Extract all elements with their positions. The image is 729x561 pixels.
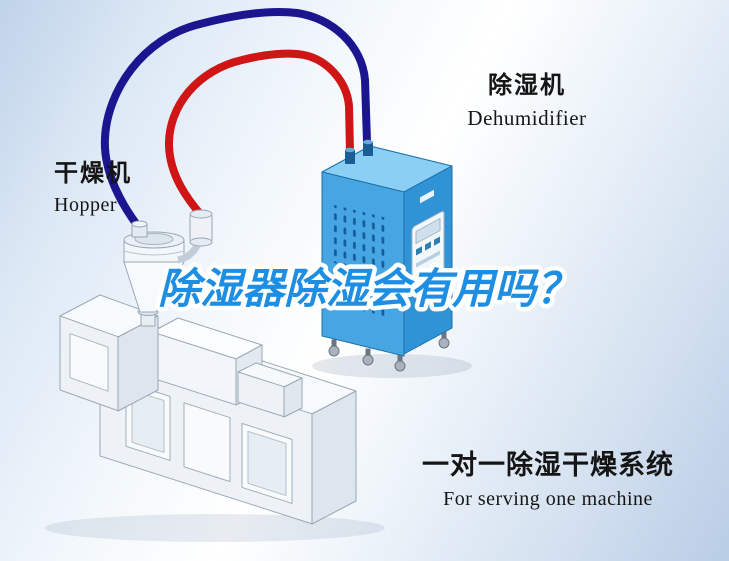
control-button-1	[416, 246, 422, 256]
extruder-shadow	[45, 514, 385, 542]
connector-red	[345, 150, 355, 164]
hopper-unit	[123, 220, 185, 327]
hopper-band	[123, 250, 185, 256]
footer-caption-cn: 一对一除湿干燥系统	[422, 450, 674, 481]
hopper-label: 干燥机 Hopper	[54, 159, 132, 217]
hopper-inlet-cap-top	[131, 220, 148, 228]
headline: 除湿器除湿会有用吗？	[158, 264, 578, 313]
control-slider	[416, 250, 440, 268]
dehumidifier-label: 除湿机 Dehumidifier	[452, 71, 602, 130]
vent-grid-lower	[328, 275, 390, 319]
extruder-panel-2	[183, 402, 231, 483]
red-pipe	[164, 49, 354, 220]
control-display	[415, 217, 441, 245]
control-button-2	[425, 241, 431, 251]
pipes	[100, 8, 371, 234]
control-button-3	[434, 236, 440, 246]
hopper-label-en: Hopper	[54, 193, 117, 216]
vent-grid-upper	[328, 203, 390, 277]
dehumidifier-label-cn: 除湿机	[488, 71, 566, 99]
blue-pipe	[100, 8, 371, 234]
dehumidifier-shadow	[312, 354, 472, 378]
connector-blue	[363, 142, 373, 156]
caster-wheels	[328, 331, 450, 372]
control-vent	[415, 268, 429, 289]
extruder-machine	[59, 209, 357, 525]
blower-top	[189, 209, 213, 219]
dehumidifier-machine	[321, 139, 453, 372]
blower-base	[189, 237, 213, 247]
brand-plate	[420, 189, 434, 204]
dehumidifier-label-en: Dehumidifier	[467, 105, 587, 130]
extruder-end-face	[311, 390, 357, 525]
hopper-label-cn: 干燥机	[54, 159, 132, 187]
pedestal-panel	[69, 333, 109, 392]
footer-caption-en: For serving one machine	[443, 488, 653, 511]
pipe-connectors	[345, 139, 373, 164]
blower-unit	[177, 209, 213, 264]
top-unit-b-side	[283, 377, 303, 418]
extruder-panel-3-inner	[247, 430, 287, 497]
footer-caption: 一对一除湿干燥系统 For serving one machine	[406, 450, 690, 511]
